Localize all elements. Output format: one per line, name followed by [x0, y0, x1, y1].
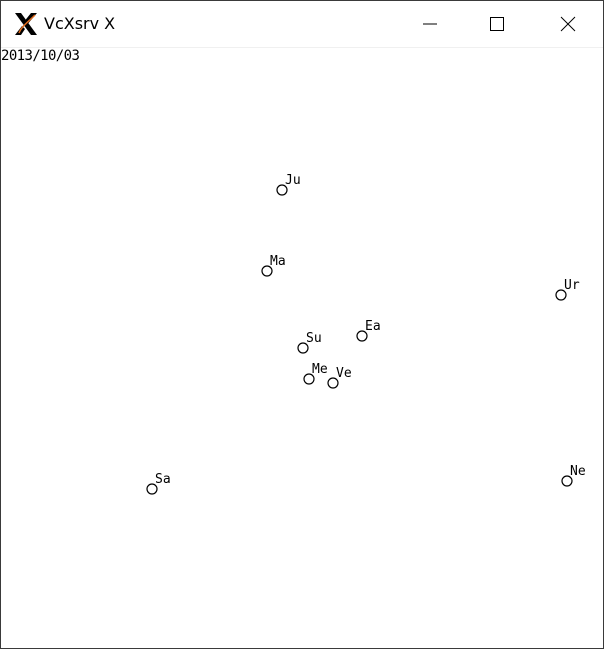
planet-label: Me	[312, 362, 328, 377]
planet-neptune: Ne	[561, 464, 586, 487]
planet-sun: Su	[297, 331, 322, 354]
planet-marker	[297, 342, 309, 354]
planet-marker	[555, 289, 567, 301]
planet-label: Sa	[155, 472, 171, 487]
close-button[interactable]	[545, 1, 591, 47]
planet-mercury: Me	[303, 362, 328, 385]
planet-label: Ma	[270, 254, 286, 269]
date-readout: 2013/10/03	[1, 48, 80, 64]
x-logo-icon	[15, 13, 37, 35]
title-bar[interactable]: VcXsrv X	[1, 1, 603, 48]
close-icon	[560, 16, 576, 32]
planet-saturn: Sa	[146, 472, 171, 495]
planet-venus: Ve	[327, 366, 352, 389]
planet-label: Ne	[570, 464, 586, 479]
planet-label: Su	[306, 331, 322, 346]
maximize-icon	[490, 17, 504, 31]
planet-label: Ea	[365, 319, 381, 334]
planet-marker	[303, 373, 315, 385]
planet-mars: Ma	[261, 254, 286, 277]
planet-label: Ur	[564, 278, 580, 293]
planet-label: Ve	[336, 366, 352, 381]
planet-uranus: Ur	[555, 278, 580, 301]
planet-marker	[356, 330, 368, 342]
planet-marker	[276, 184, 288, 196]
planet-earth: Ea	[356, 319, 381, 342]
planet-jupiter: Ju	[276, 173, 301, 196]
maximize-button[interactable]	[474, 1, 520, 47]
planet-label: Ju	[285, 173, 301, 188]
planet-marker	[561, 475, 573, 487]
planet-marker	[261, 265, 273, 277]
minimize-button[interactable]	[407, 1, 453, 47]
minimize-icon	[423, 23, 437, 25]
window-title: VcXsrv X	[44, 14, 116, 33]
planet-marker	[146, 483, 158, 495]
planet-marker	[327, 377, 339, 389]
